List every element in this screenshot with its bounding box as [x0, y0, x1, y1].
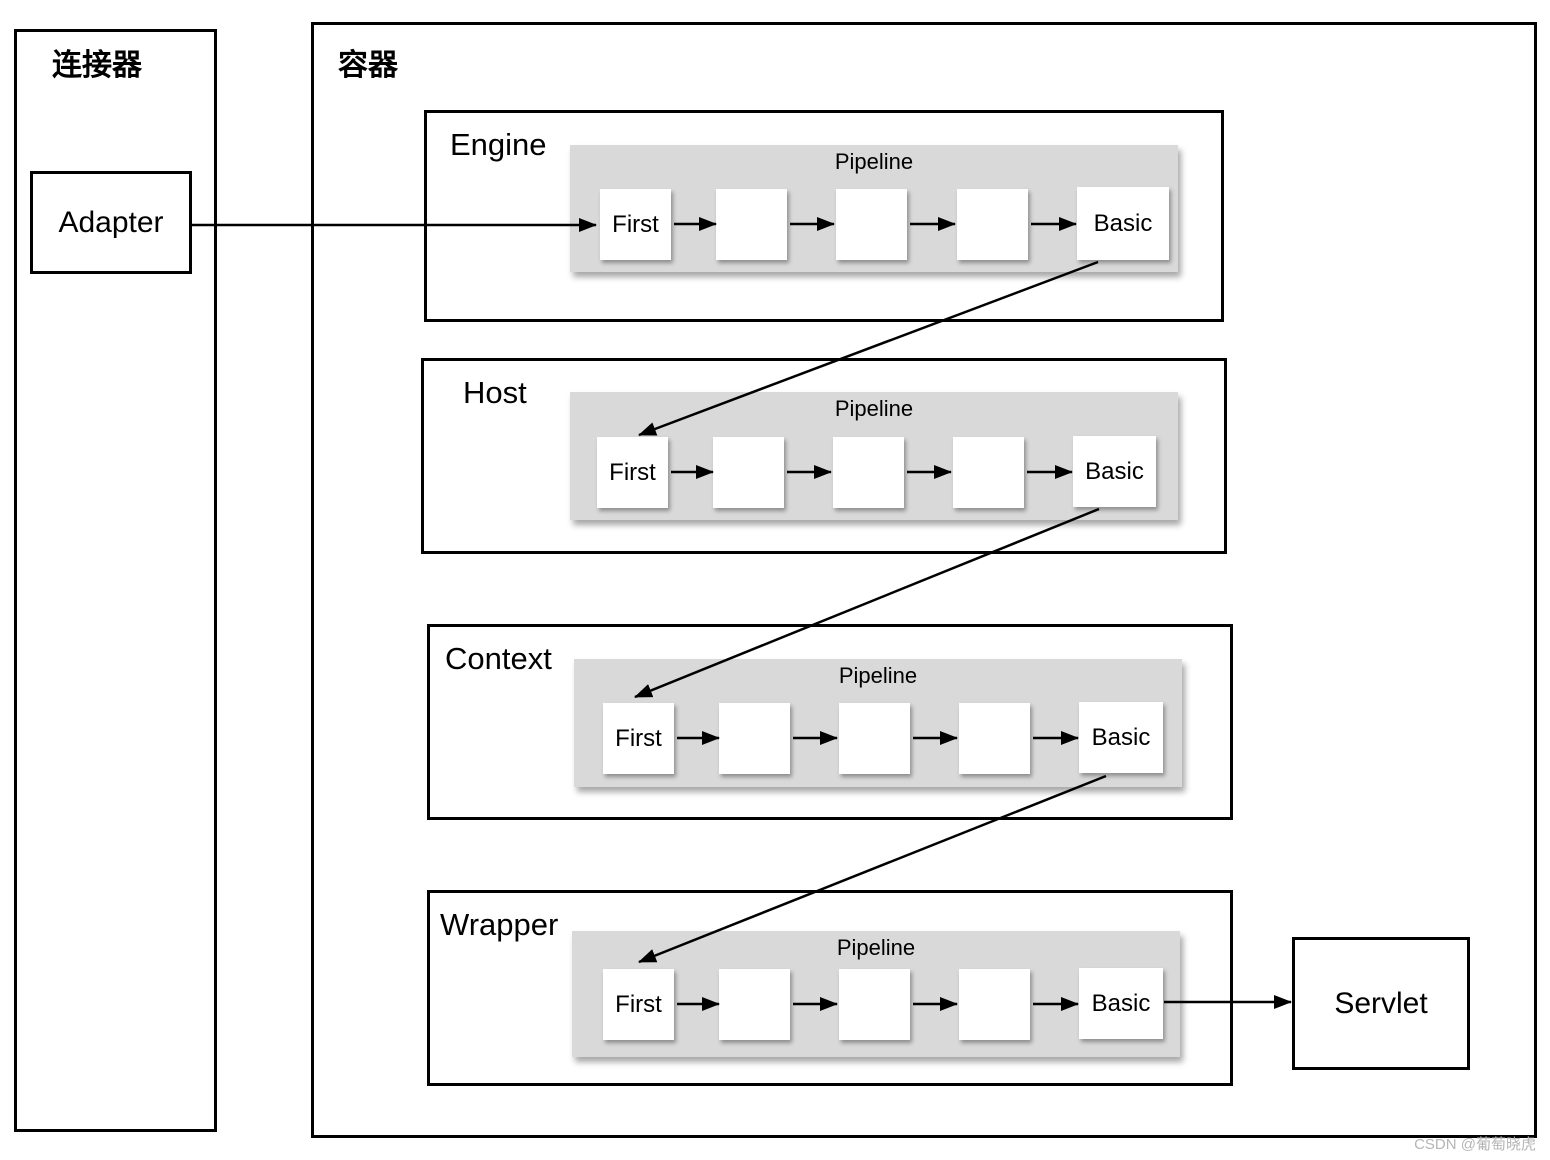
engine-valve-3 [836, 189, 907, 260]
host-valve-4 [953, 437, 1024, 508]
context-valve-3 [839, 703, 910, 774]
container-title: 容器 [338, 48, 398, 83]
context-valve-2 [719, 703, 790, 774]
host-to-context-arrow [634, 507, 1100, 699]
wrapper-valve-4 [959, 969, 1030, 1040]
wrapper-first-valve: First [603, 969, 674, 1040]
host-first-valve: First [597, 437, 668, 508]
host-valve-2 [713, 437, 784, 508]
adapter-box [30, 171, 192, 274]
watermark: CSDN @葡萄晓虎 [1414, 1136, 1536, 1153]
engine-to-host-arrow [638, 260, 1099, 437]
engine-basic-valve: Basic [1077, 187, 1169, 260]
wrapper-pipeline-label: Pipeline [836, 935, 916, 960]
wrapper-basic-valve: Basic [1079, 968, 1163, 1039]
host-basic-valve: Basic [1073, 436, 1156, 507]
context-pipeline-label: Pipeline [838, 663, 918, 688]
engine-valve-4 [957, 189, 1028, 260]
engine-pipeline-label: Pipeline [834, 149, 914, 174]
wrapper-valve-3 [839, 969, 910, 1040]
wrapper-valve-2 [719, 969, 790, 1040]
engine-valve-2 [716, 189, 787, 260]
servlet-label: Servlet [1334, 986, 1428, 1020]
host-pipeline-label: Pipeline [834, 396, 914, 421]
adapter-label: Adapter [58, 205, 164, 239]
context-basic-valve: Basic [1079, 702, 1163, 773]
context-to-wrapper-arrow [638, 774, 1107, 964]
connector-title: 连接器 [52, 48, 142, 83]
host-valve-3 [833, 437, 904, 508]
wrapper-title: Wrapper [440, 907, 559, 942]
engine-first-valve: First [600, 189, 671, 260]
context-first-valve: First [603, 703, 674, 774]
engine-title: Engine [450, 127, 547, 162]
servlet-box [1292, 937, 1470, 1070]
context-title: Context [445, 641, 552, 676]
context-valve-4 [959, 703, 1030, 774]
host-title: Host [463, 375, 527, 410]
